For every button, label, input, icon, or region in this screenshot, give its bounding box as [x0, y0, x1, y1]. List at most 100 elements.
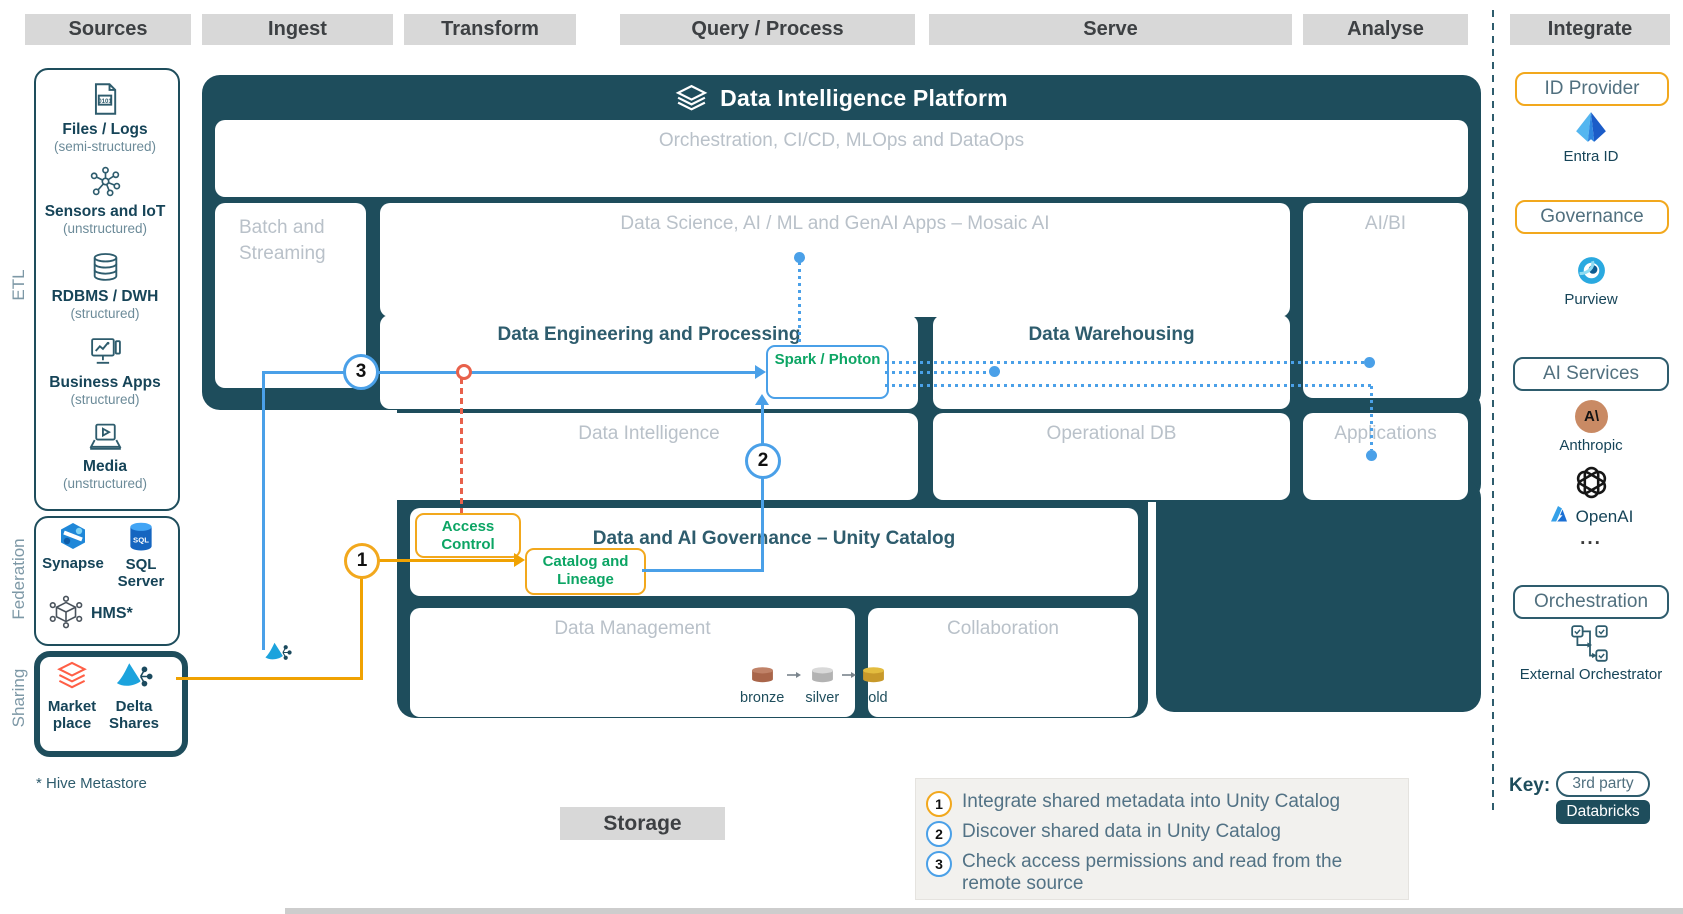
openai-row: OpenAI — [1505, 504, 1677, 529]
dotted-link-applications-v — [1370, 386, 1373, 450]
rdbms-dwh-icon — [89, 253, 122, 287]
column-header-query-process: Query / Process — [620, 14, 915, 45]
id-provider-pill: ID Provider — [1515, 72, 1669, 106]
note-2-circle: 2 — [926, 821, 952, 847]
key-third-party-pill: 3rd party — [1556, 771, 1650, 797]
sensors-iot-icon — [89, 166, 122, 202]
applications-endpoint-dot — [1366, 450, 1377, 461]
gold-cylinder-icon — [861, 666, 886, 689]
integrate-separator-line — [1492, 10, 1494, 815]
sources-group-box — [34, 68, 180, 511]
note-3: 3 Check access permissions and read from… — [926, 851, 1382, 896]
svg-text:0101: 0101 — [98, 98, 112, 105]
federation-item-sql-server: SQL SQL Server — [112, 522, 170, 591]
step-2-circle: 2 — [745, 443, 781, 479]
access-control-box: Access Control — [415, 513, 521, 558]
flow3-horizontal-line — [262, 371, 756, 374]
sql-server-icon: SQL — [128, 522, 154, 555]
column-header-transform: Transform — [404, 14, 576, 45]
anthropic-label: Anthropic — [1559, 437, 1623, 454]
source-item-media: Media (unstructured) — [34, 422, 176, 491]
more-services-ellipsis: ... — [1580, 528, 1602, 549]
note-1: 1 Integrate shared metadata into Unity C… — [926, 791, 1340, 817]
federation-item-synapse: Synapse — [42, 522, 104, 572]
arrow-icon — [787, 666, 802, 684]
platform-header: Data Intelligence Platform — [202, 82, 1481, 114]
orchestration-box: Orchestration, CI/CD, MLOps and DataOps — [215, 120, 1468, 197]
flow2-arrowhead-icon — [755, 394, 769, 405]
platform-right-extension — [1156, 480, 1481, 712]
external-orchestrator-icon — [1569, 624, 1611, 669]
warehousing-endpoint-dot — [989, 366, 1000, 377]
dotted-link-aibi — [885, 361, 1366, 364]
collaboration-box: Collaboration — [868, 608, 1138, 717]
silver-cylinder-icon — [810, 666, 835, 689]
external-orchestrator-label: External Orchestrator — [1519, 666, 1663, 683]
source-item-business-apps: Business Apps (structured) — [34, 336, 176, 407]
silver-layer: silver — [805, 666, 839, 706]
medallion-architecture: bronze silver gold — [740, 666, 892, 706]
operational-db-box: Operational DB — [933, 413, 1290, 500]
bronze-layer: bronze — [740, 666, 784, 706]
databricks-logo-icon — [675, 84, 708, 113]
entra-id-icon — [1574, 110, 1608, 149]
key-label: Key: — [1509, 775, 1551, 796]
ai-bi-box: AI/BI — [1303, 203, 1468, 398]
federation-label: Federation — [9, 538, 28, 620]
column-header-integrate: Integrate — [1510, 14, 1670, 45]
platform-title: Data Intelligence Platform — [720, 84, 1008, 111]
delta-sharing-mini-icon — [264, 640, 292, 670]
purview-label: Purview — [1564, 291, 1618, 308]
sharing-item-marketplace: Market place — [46, 660, 98, 733]
svg-text:SQL: SQL — [133, 535, 149, 544]
marketplace-icon — [54, 661, 90, 697]
azure-icon — [1549, 504, 1569, 529]
entra-id-label: Entra ID — [1563, 148, 1619, 165]
dotted-link-warehousing — [885, 371, 990, 374]
notes-panel: 1 Integrate shared metadata into Unity C… — [915, 778, 1409, 900]
governance-pill: Governance — [1515, 200, 1669, 234]
arrow-icon — [842, 666, 857, 684]
flow1-vertical-line — [360, 560, 363, 680]
federation-group-box — [34, 516, 180, 646]
column-header-sources: Sources — [25, 14, 191, 45]
source-item-sensors-iot: Sensors and IoT (unstructured) — [34, 165, 176, 236]
etl-label: ETL — [9, 269, 28, 301]
flow2-horizontal-line — [642, 569, 764, 572]
flow3-vertical-line — [262, 372, 265, 650]
source-item-rdbms-dwh: RDBMS / DWH (structured) — [34, 252, 176, 321]
note-3-circle: 3 — [926, 851, 952, 877]
openai-icon — [1574, 465, 1609, 505]
orchestration-pill: Orchestration — [1513, 585, 1669, 619]
note-1-text: Integrate shared metadata into Unity Cat… — [962, 791, 1341, 812]
storage-layer-strip — [285, 908, 1683, 914]
hms-icon — [48, 594, 84, 635]
batch-streaming-box: Batch and Streaming — [215, 203, 366, 388]
synapse-icon — [59, 523, 87, 554]
media-icon — [88, 423, 123, 457]
data-science-box: Data Science, AI / ML and GenAI Apps – M… — [380, 203, 1290, 317]
storage-box: Storage — [560, 807, 725, 840]
step-3-circle: 3 — [343, 354, 379, 390]
note-2: 2 Discover shared data in Unity Catalog — [926, 821, 1281, 847]
sharing-item-delta-shares: Delta Shares — [106, 660, 162, 733]
purview-icon — [1576, 255, 1607, 291]
column-header-analyse: Analyse — [1303, 14, 1468, 45]
flow2-vertical-line — [761, 403, 764, 571]
access-control-dashed-line — [460, 378, 463, 513]
flow1-horizontal-line — [376, 559, 515, 562]
access-check-marker-icon — [456, 364, 472, 380]
flow1-horizontal-bottom-line — [176, 677, 363, 680]
anthropic-icon: A\ — [1575, 400, 1608, 433]
dotted-link-data-science — [798, 262, 801, 345]
delta-shares-icon — [115, 663, 153, 697]
aibi-endpoint-dot — [1364, 357, 1375, 368]
gold-layer: gold — [860, 666, 888, 706]
step-1-circle: 1 — [344, 543, 380, 579]
note-1-circle: 1 — [926, 791, 952, 817]
key-databricks-pill: Databricks — [1556, 800, 1650, 824]
flow3-arrowhead-icon — [755, 365, 766, 379]
dotted-link-applications-h — [885, 384, 1373, 387]
federation-item-hms: HMS* — [48, 594, 133, 635]
